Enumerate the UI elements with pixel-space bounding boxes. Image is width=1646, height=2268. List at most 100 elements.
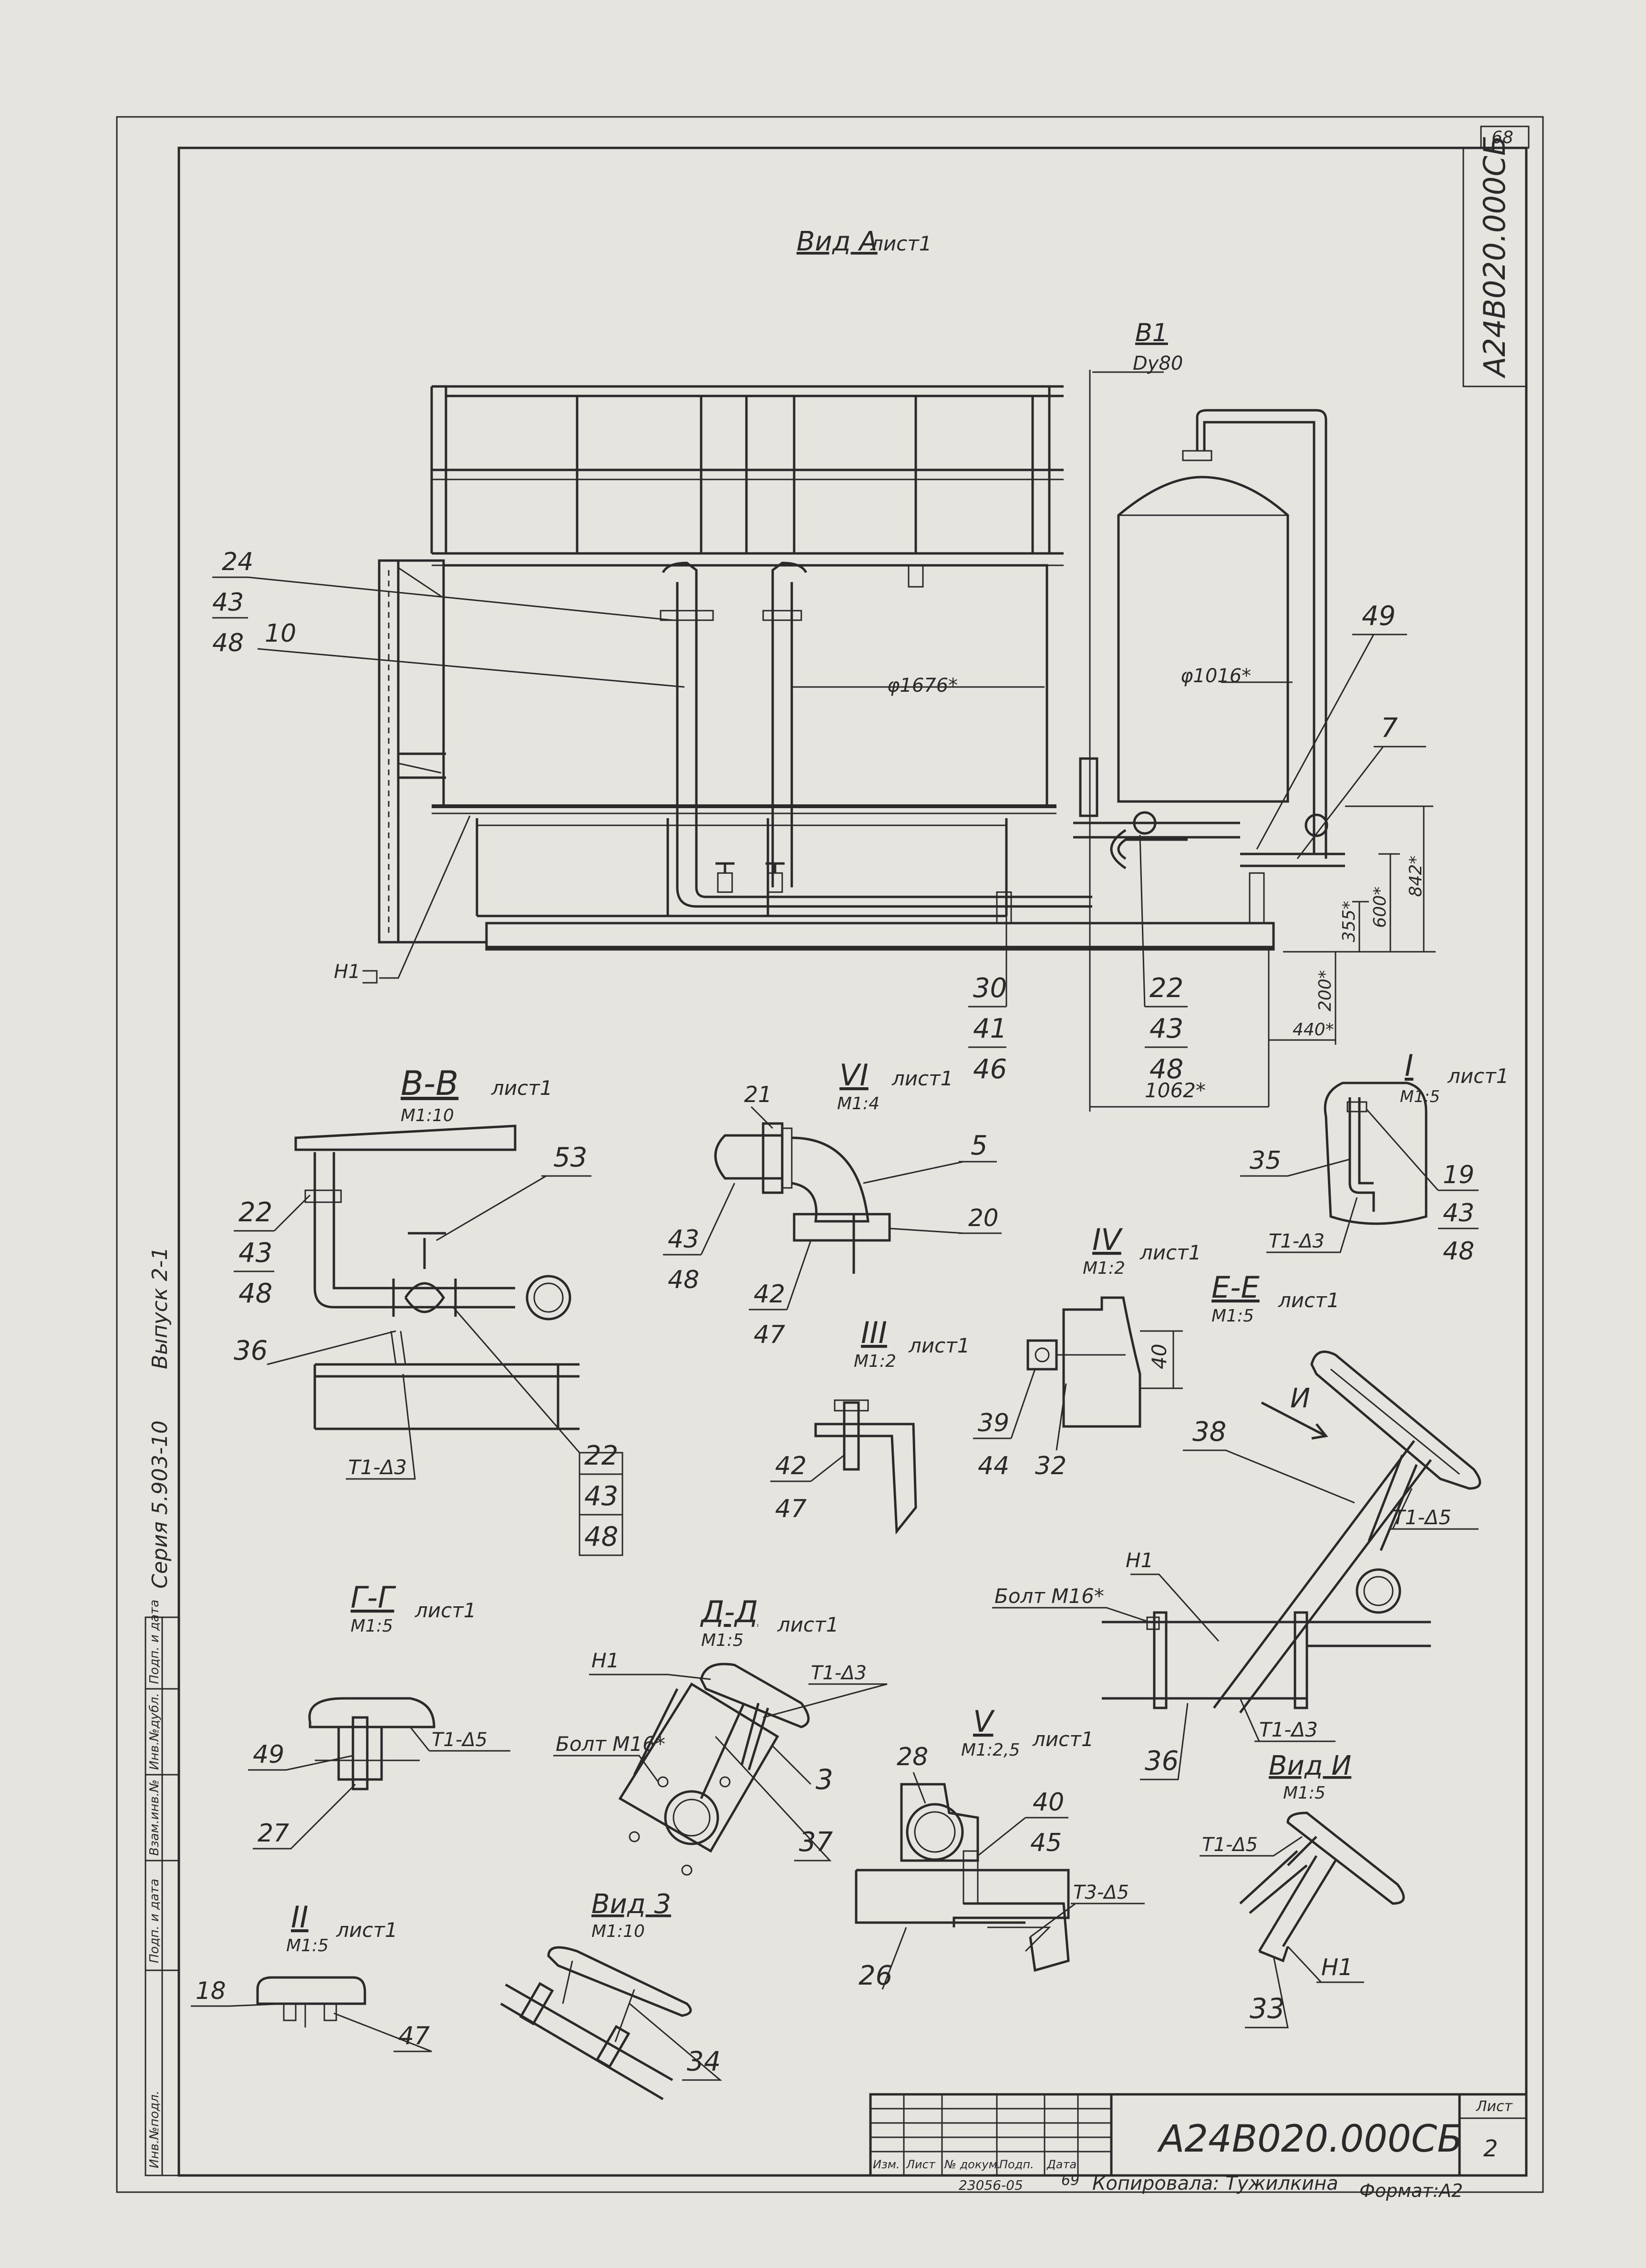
callout-43a: 43 [212, 588, 244, 617]
v1-c48: 48 [1443, 1237, 1474, 1266]
callout-46: 46 [973, 1054, 1007, 1085]
inlet-b1-label: В1 [1135, 319, 1168, 347]
inlet-b1: В1 Dу80 [1073, 319, 1345, 870]
series-info: Серия 5.903-10 Выпуск 2-1 [148, 1247, 172, 1589]
dd-scale: М1:5 [701, 1631, 744, 1650]
title-block: Изм. Лист № докум. Подп. Дата А24В020.00… [869, 2093, 1528, 2201]
gg-c49: 49 [253, 1740, 284, 1769]
ee-c38: 38 [1192, 1416, 1226, 1447]
internal-pipes [660, 562, 1092, 908]
v3-c47: 47 [775, 1495, 807, 1523]
main-dimensions: 842* 600* 355* 200* 440* 1062* [1089, 773, 1436, 1112]
main-view-title: Вид А [797, 226, 878, 257]
v2-ref: лист1 [336, 1918, 397, 1942]
v5-scale: М1:2,5 [961, 1740, 1020, 1760]
ee-scale: М1:5 [1211, 1306, 1254, 1326]
v1-weld: Т1-Δ3 [1269, 1230, 1325, 1252]
v6-c48: 48 [668, 1266, 699, 1294]
vid3-c34: 34 [687, 2046, 721, 2077]
vidi-weld: Т1-Δ5 [1202, 1834, 1258, 1856]
v5-ref: лист1 [1032, 1727, 1094, 1751]
dd-ref: лист1 [777, 1613, 839, 1636]
page-number: 68 [1491, 128, 1513, 147]
main-h1: Н1 [334, 815, 471, 984]
dd-weld: Т1-Δ3 [811, 1662, 867, 1684]
callout-49: 49 [1362, 601, 1396, 632]
dim-200: 200* [1315, 970, 1335, 1011]
view-3: Вид 3 М1:10 34 [500, 1889, 723, 2101]
dim-600: 600* [1370, 886, 1390, 928]
v6-scale: М1:4 [837, 1094, 880, 1113]
v6-c43: 43 [668, 1225, 699, 1254]
vessel: φ1016* [1117, 409, 1328, 859]
v4-dim-40: 40 [1148, 1344, 1171, 1369]
gg-title: Г-Г [351, 1580, 396, 1615]
view-vi: VI лист1 М1:4 21 5 20 43 48 42 47 [663, 1058, 1002, 1349]
v3-title: III [861, 1315, 887, 1350]
dd-h1: Н1 [591, 1649, 619, 1672]
tb-footer-num2: 69 [1061, 2172, 1079, 2189]
vv-weld: Т1-Δ3 [348, 1456, 407, 1479]
callout-30: 30 [973, 973, 1007, 1004]
callout-10: 10 [265, 619, 296, 648]
vid3-scale: М1:10 [591, 1922, 645, 1941]
ee-ref: лист1 [1278, 1289, 1339, 1312]
view-gg: Г-Г лист1 М1:5 Т1-Δ5 49 27 [248, 1580, 510, 1850]
vv-c36: 36 [234, 1335, 268, 1366]
vv-title: В-В [401, 1064, 458, 1103]
v1-title: I [1405, 1048, 1413, 1083]
callout-24: 24 [222, 548, 253, 576]
stamp-dubl: Инв.№дубл. [147, 1693, 162, 1770]
v1-c43: 43 [1443, 1199, 1474, 1228]
dd-c3: 3 [816, 1763, 833, 1796]
v6-c21: 21 [744, 1082, 772, 1107]
stamp-vzam: Взам.инв.№ [147, 1779, 162, 1856]
gg-ref: лист1 [414, 1599, 476, 1622]
main-callouts: 24 43 48 10 49 7 30 41 46 22 43 48 [212, 548, 1426, 1085]
ee-bolt: Болт М16* [994, 1584, 1104, 1608]
dim-842: 842* [1406, 855, 1426, 897]
tank-diameter-label: φ1676* [887, 675, 958, 697]
vv-c22b: 22 [584, 1440, 618, 1471]
tb-sheet-label: Лист [1476, 2098, 1513, 2115]
dd-c37: 37 [799, 1827, 833, 1858]
v4-c44: 44 [978, 1452, 1009, 1480]
ee-arrow-i: И [1290, 1383, 1310, 1414]
tb-col-list: Лист [906, 2158, 936, 2171]
v3-c42: 42 [775, 1452, 807, 1480]
v2-title: II [291, 1900, 309, 1935]
dim-440: 440* [1293, 1020, 1334, 1040]
ladder-frame [378, 559, 1275, 948]
v6-c42: 42 [754, 1280, 785, 1309]
v2-c47: 47 [398, 2022, 430, 2050]
view-dd: Д-Д лист1 М1:5 Н1 Т1-Δ3 Болт М16* 3 37 [553, 1594, 888, 1876]
stamp-podp2: Подп. и дата [147, 1600, 162, 1684]
vv-ref: лист1 [491, 1076, 552, 1100]
gg-scale: М1:5 [351, 1616, 393, 1636]
v2-scale: М1:5 [286, 1936, 329, 1956]
dim-355: 355* [1339, 901, 1359, 942]
ee-weld2: Т1-Δ3 [1259, 1718, 1318, 1741]
tb-col-podp: Подп. [999, 2158, 1034, 2171]
view-iii: III лист1 М1:2 42 47 [770, 1315, 970, 1535]
gg-c27: 27 [258, 1819, 289, 1848]
view-ee: Е-Е лист1 М1:5 И 38 Т1-Δ5 Н1 Болт М16* Т… [992, 1270, 1481, 1780]
series-text: Серия 5.903-10 [148, 1420, 172, 1589]
v2-c18: 18 [196, 1977, 226, 2005]
callout-43b: 43 [1149, 1013, 1183, 1044]
callout-22a: 22 [1149, 973, 1183, 1004]
main-tank: φ1676* [432, 564, 1056, 917]
v1-c19: 19 [1443, 1161, 1474, 1189]
v6-c47: 47 [754, 1321, 785, 1349]
tb-code: А24В020.000СБ [1157, 2118, 1463, 2161]
gg-weld: Т1-Δ5 [432, 1729, 487, 1751]
tb-copied: Копировала: Тужилкина [1092, 2173, 1338, 2195]
ee-h1: Н1 [1126, 1549, 1153, 1572]
v3-ref: лист1 [908, 1334, 970, 1357]
vidi-title: Вид И [1269, 1750, 1351, 1781]
v5-title: V [973, 1704, 995, 1739]
v5-weld: Т3-Δ5 [1073, 1882, 1129, 1904]
stamp-inv: Инв.№подл. [147, 2091, 162, 2168]
